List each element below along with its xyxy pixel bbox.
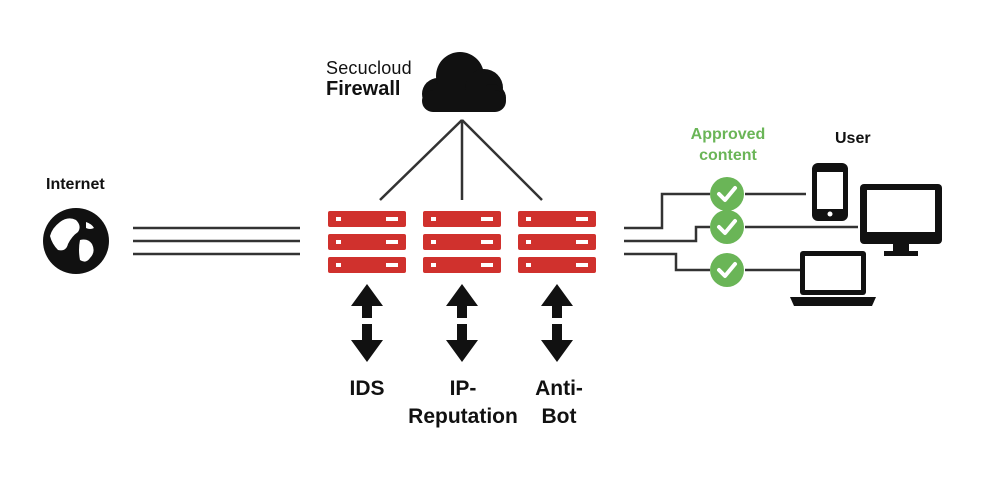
internet-label: Internet bbox=[46, 176, 105, 193]
server-slot bbox=[386, 263, 398, 267]
server-led bbox=[526, 263, 531, 267]
server-icon bbox=[328, 211, 406, 273]
check-icon bbox=[710, 210, 744, 244]
server-unit bbox=[328, 211, 406, 227]
service-anti-bot: Anti- Bot bbox=[494, 375, 624, 431]
cloud-icon bbox=[422, 52, 506, 112]
approved-line-1: Approved bbox=[690, 126, 766, 143]
server-unit bbox=[518, 257, 596, 273]
desktop-monitor-icon bbox=[860, 184, 942, 256]
server-unit bbox=[423, 257, 501, 273]
service-label-line2: Bot bbox=[541, 405, 577, 428]
approved-line-2: content bbox=[699, 147, 757, 164]
server-led bbox=[431, 263, 436, 267]
server-unit bbox=[518, 234, 596, 250]
server-led bbox=[336, 217, 341, 221]
server-led bbox=[526, 240, 531, 244]
cloud-connectors bbox=[379, 119, 543, 201]
server-slot bbox=[576, 217, 588, 221]
server-unit bbox=[518, 211, 596, 227]
service-label-line2: Reputation bbox=[408, 405, 518, 428]
server-slot bbox=[386, 217, 398, 221]
server-slot bbox=[576, 263, 588, 267]
service-label-line1: Anti- bbox=[535, 377, 583, 400]
internet-connectors bbox=[133, 226, 300, 256]
service-ids: IDS bbox=[302, 375, 432, 403]
brand-name: Secucloud bbox=[326, 58, 412, 78]
server-icon bbox=[423, 211, 501, 273]
laptop-icon bbox=[790, 251, 876, 306]
brand-product: Firewall bbox=[326, 78, 401, 100]
server-slot bbox=[576, 240, 588, 244]
server-led bbox=[526, 217, 531, 221]
arrow-gap bbox=[456, 318, 468, 324]
server-slot bbox=[481, 263, 493, 267]
server-led bbox=[336, 240, 341, 244]
service-ip-reputation: IP- Reputation bbox=[398, 375, 528, 431]
server-unit bbox=[328, 234, 406, 250]
arrow-gap bbox=[361, 318, 373, 324]
server-unit bbox=[423, 234, 501, 250]
server-slot bbox=[481, 240, 493, 244]
server-unit bbox=[423, 211, 501, 227]
check-icon bbox=[710, 177, 744, 211]
server-led bbox=[431, 240, 436, 244]
check-icon bbox=[710, 253, 744, 287]
server-slot bbox=[481, 217, 493, 221]
arrow-gap bbox=[551, 318, 563, 324]
server-led bbox=[336, 263, 341, 267]
service-label-line1: IDS bbox=[349, 377, 385, 400]
service-label-line1: IP- bbox=[449, 377, 477, 400]
check-icons bbox=[710, 177, 744, 287]
output-connectors bbox=[624, 192, 710, 272]
approved-content-label: Approved content bbox=[676, 124, 780, 166]
smartphone-icon bbox=[812, 163, 848, 221]
server-stacks bbox=[328, 211, 596, 273]
server-led bbox=[431, 217, 436, 221]
user-label: User bbox=[835, 130, 871, 147]
server-slot bbox=[386, 240, 398, 244]
server-unit bbox=[328, 257, 406, 273]
device-connectors bbox=[745, 192, 858, 272]
server-icon bbox=[518, 211, 596, 273]
bidirectional-arrows bbox=[351, 284, 573, 362]
globe-icon bbox=[43, 208, 109, 274]
